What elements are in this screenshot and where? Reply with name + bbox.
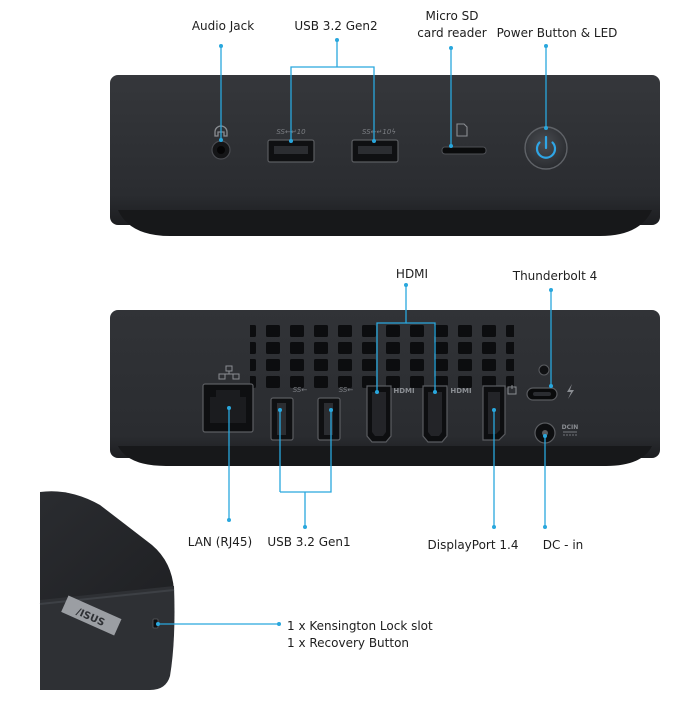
label-microsd-line2: card reader [417, 26, 487, 40]
displayport-icon [507, 385, 517, 395]
label-recovery-button: 1 x Recovery Button [287, 636, 410, 650]
hdmi-mark-1: HDMI [393, 387, 414, 395]
power-icon [535, 135, 557, 159]
hdmi-port-1 [366, 385, 392, 443]
network-icon [218, 365, 240, 380]
usb-ss-mark-right: SS←↵10ϟ [362, 128, 396, 136]
label-audio-jack: Audio Jack [191, 19, 255, 33]
label-thunderbolt: Thunderbolt 4 [512, 269, 598, 283]
rear-callout-lines [228, 285, 552, 527]
microsd-slot [441, 146, 487, 155]
front-callout-lines [220, 40, 547, 146]
vent-grille [250, 320, 514, 388]
thunderbolt-icon [567, 384, 574, 399]
label-lan: LAN (RJ45) [187, 535, 253, 549]
side-device-top [40, 491, 174, 610]
label-usb-gen2: USB 3.2 Gen2 [294, 19, 378, 33]
label-kensington: 1 x Kensington Lock slot [287, 619, 433, 633]
rear-device-base [118, 446, 652, 466]
thunderbolt-indicator [538, 364, 550, 376]
front-device-base [118, 210, 652, 236]
rear-panel: SS← SS← HDMI HDMI DCIN [110, 283, 660, 529]
label-dc-in: DC - in [542, 538, 584, 552]
hdmi-port-2 [422, 385, 448, 443]
side-view: /ISUS [39, 491, 281, 690]
front-panel: SS←↵10 SS←↵10ϟ [110, 38, 660, 236]
label-power-button: Power Button & LED [496, 26, 618, 40]
sd-card-icon [456, 123, 468, 137]
label-microsd-line1: Micro SD [425, 9, 479, 23]
usb-ss-mark-2: SS← [339, 386, 354, 394]
hdmi-mark-2: HDMI [450, 387, 471, 395]
label-hdmi: HDMI [395, 267, 429, 281]
label-displayport: DisplayPort 1.4 [427, 538, 519, 552]
headset-icon [214, 125, 228, 137]
dcin-mark: DCIN [562, 424, 579, 431]
usb-ss-mark-1: SS← [293, 386, 308, 394]
label-usb-gen1: USB 3.2 Gen1 [267, 535, 351, 549]
